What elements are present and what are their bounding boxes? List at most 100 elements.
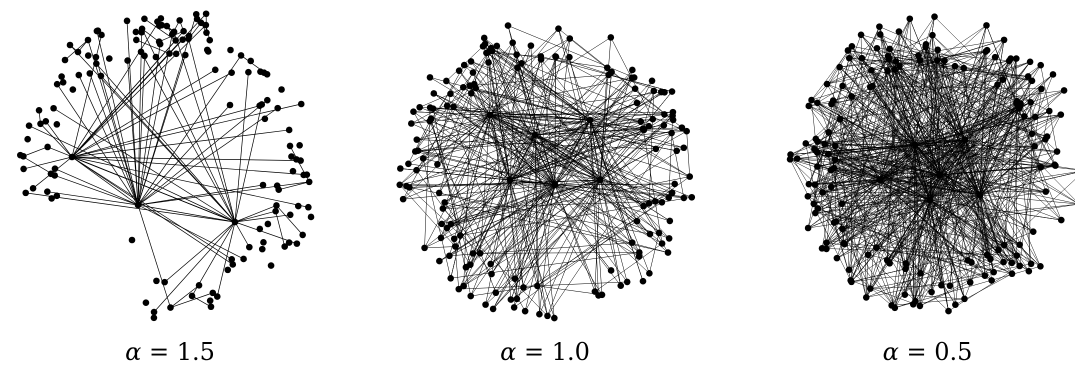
graph-node: [441, 199, 448, 206]
graph-edge: [842, 85, 941, 176]
graph-node: [48, 195, 55, 202]
graph-edge: [449, 114, 491, 256]
graph-edge: [964, 139, 1034, 232]
graph-edge: [164, 221, 236, 283]
graph-node: [133, 36, 140, 44]
graph-edge: [589, 69, 633, 121]
graph-edge: [914, 144, 981, 196]
graph-edge: [826, 242, 972, 263]
graph-edge: [839, 51, 986, 68]
graph-edge: [889, 174, 941, 264]
graph-node: [58, 73, 65, 80]
graph-node: [69, 86, 77, 93]
graph-node: [661, 111, 668, 118]
graph-node: [669, 116, 677, 124]
graph-edge: [450, 77, 635, 225]
graph-edge: [599, 71, 612, 181]
graph-edge: [1011, 108, 1020, 263]
graph-node: [1053, 148, 1061, 155]
graph-node: [226, 101, 234, 109]
graph-node: [511, 275, 519, 283]
graph-node: [902, 265, 909, 273]
graph-edge: [234, 210, 276, 223]
graph-node: [821, 140, 828, 148]
graph-node: [293, 240, 301, 247]
graph-edge: [948, 265, 1020, 312]
graph-node: [396, 181, 404, 189]
graph-node: [652, 198, 659, 205]
graph-node: [37, 120, 44, 128]
graph-edge: [876, 48, 931, 201]
graph-node: [637, 118, 645, 125]
graph-node: [680, 144, 688, 152]
graph-edge: [53, 107, 236, 223]
graph-edge: [826, 204, 1075, 243]
graph-edge: [234, 221, 297, 244]
graph-edge: [594, 179, 601, 292]
graph-node: [652, 145, 660, 153]
graph-node: [185, 35, 192, 43]
graph-node: [258, 101, 266, 108]
graph-node: [452, 243, 459, 250]
graph-node: [884, 67, 891, 75]
graph-edge: [847, 50, 1029, 77]
graph-node: [44, 143, 51, 151]
graph-node: [305, 178, 313, 186]
graph-edge: [234, 104, 263, 223]
graph-edge: [979, 194, 986, 276]
graph-edge: [411, 77, 633, 124]
graph-edge: [964, 25, 987, 141]
graph-node: [299, 231, 306, 239]
graph-node: [787, 151, 794, 158]
graph-node: [488, 270, 495, 278]
graph-edge: [489, 114, 511, 181]
graph-node: [274, 104, 282, 112]
graph-node: [483, 49, 490, 57]
graph-edge: [894, 199, 931, 308]
graph-node: [833, 254, 841, 262]
graph-edge: [876, 247, 896, 308]
graph-node: [506, 176, 514, 184]
graph-edge: [489, 114, 603, 295]
graph-node: [876, 23, 883, 30]
graph-edge: [539, 179, 601, 315]
graph-edge: [814, 139, 966, 185]
graph-node: [469, 250, 477, 257]
graph-node: [435, 189, 443, 197]
graph-node: [300, 171, 308, 179]
graph-node: [1049, 71, 1057, 78]
graph-node: [885, 55, 893, 63]
graph-node: [981, 272, 989, 280]
graph-edge: [797, 158, 1056, 166]
graph-node: [25, 122, 33, 130]
graph-edge: [234, 221, 250, 248]
graph-node: [459, 84, 467, 91]
graph-node: [272, 207, 279, 215]
graph-edge: [894, 266, 1041, 309]
graph-edge: [96, 63, 236, 223]
alpha-symbol: α: [500, 338, 517, 366]
graph-edge: [964, 139, 1058, 152]
graph-edge: [453, 106, 591, 121]
graph-edge: [424, 63, 522, 248]
graph-edge: [589, 119, 601, 181]
graph-edge: [137, 204, 244, 260]
graph-edge: [463, 93, 472, 286]
graph-node: [172, 50, 180, 58]
graph-node: [1029, 228, 1037, 235]
graph-node: [1021, 113, 1028, 120]
graph-node: [1000, 241, 1008, 249]
graph-node: [793, 155, 801, 162]
graph-edge: [446, 91, 662, 229]
graph-node: [819, 189, 827, 196]
graph-node: [437, 234, 445, 242]
graph-node: [142, 299, 150, 307]
graph-edge: [137, 181, 310, 206]
graph-edge: [554, 184, 599, 296]
graph-edge: [524, 184, 556, 312]
graph-edge: [491, 184, 556, 275]
graph-edge: [137, 104, 231, 206]
graph-node: [487, 260, 494, 268]
graph-node: [275, 186, 283, 193]
graph-node: [397, 165, 404, 172]
